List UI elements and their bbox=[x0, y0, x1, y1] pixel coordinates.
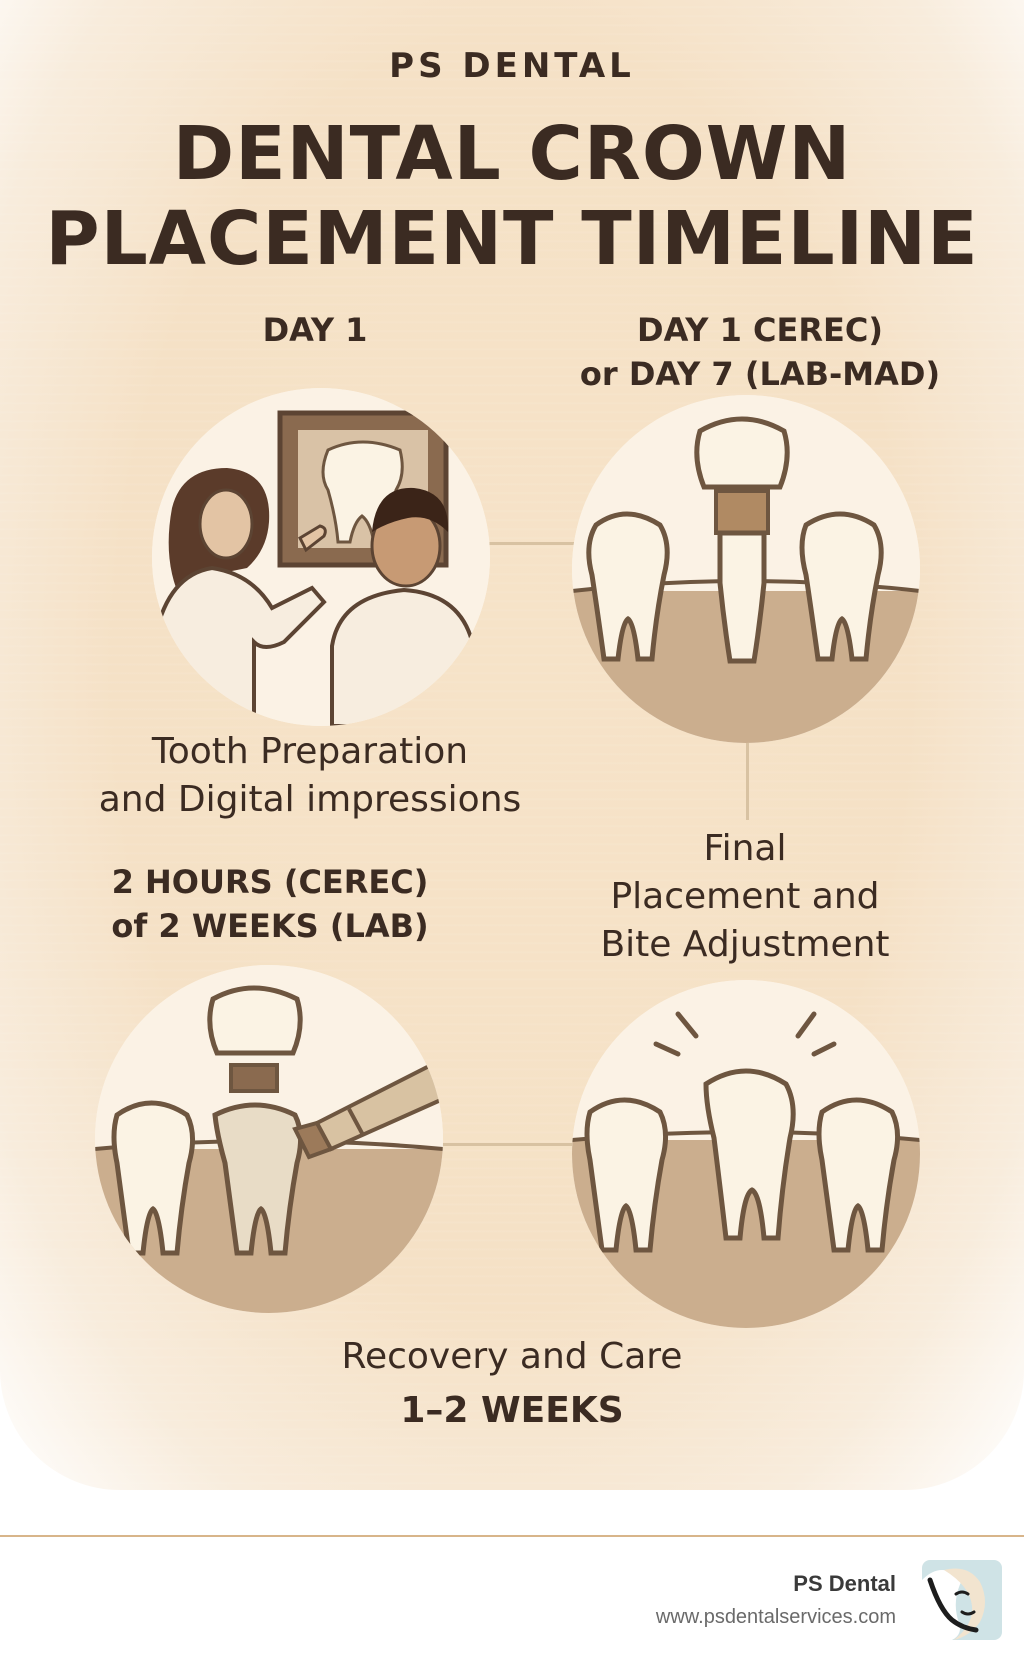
timeline-connector-right bbox=[746, 740, 749, 820]
step-3-illustration bbox=[95, 965, 443, 1313]
dentist-consultation-icon bbox=[152, 388, 490, 726]
step-1-description-line: and Digital impressions bbox=[98, 779, 522, 820]
step-1-illustration bbox=[152, 388, 490, 726]
step-2-label: DAY 1 CEREC) or DAY 7 (LAB-MAD) bbox=[560, 308, 960, 396]
recovery-section: Recovery and Care 1–2 WEEKS bbox=[262, 1330, 762, 1438]
page-title-line-2: PLACEMENT TIMELINE bbox=[45, 196, 979, 282]
page-title-line-1: DENTAL CROWN bbox=[172, 111, 852, 197]
step-2-illustration bbox=[572, 395, 920, 743]
step-4-description-line: Bite Adjustment bbox=[600, 924, 890, 965]
brand-name: PS DENTAL bbox=[389, 46, 635, 86]
footer-brand-name: PS Dental bbox=[793, 1571, 896, 1596]
step-1-label-line: DAY 1 bbox=[262, 311, 368, 349]
timeline-connector-top bbox=[480, 542, 600, 545]
crown-fabrication-icon bbox=[95, 965, 443, 1313]
step-4-description: Final Placement and Bite Adjustment bbox=[540, 825, 950, 969]
step-4-description-line: Final bbox=[703, 828, 787, 869]
crown-placement-icon bbox=[572, 395, 920, 743]
step-1-description: Tooth Preparation and Digital impression… bbox=[80, 728, 540, 824]
step-4-description-line: Placement and bbox=[610, 876, 880, 917]
recovery-duration: 1–2 WEEKS bbox=[400, 1390, 624, 1431]
step-2-label-line: DAY 1 CEREC) bbox=[637, 311, 883, 349]
finished-tooth-icon bbox=[572, 980, 920, 1328]
step-3-label-line: of 2 WEEKS (LAB) bbox=[111, 907, 429, 945]
step-1-description-line: Tooth Preparation bbox=[151, 731, 469, 772]
step-4-illustration bbox=[572, 980, 920, 1328]
step-3-label-line: 2 HOURS (CEREC) bbox=[111, 863, 429, 901]
footer-divider bbox=[0, 1535, 1024, 1537]
recovery-title: Recovery and Care bbox=[341, 1336, 683, 1377]
ps-dental-logo-icon bbox=[922, 1560, 1002, 1640]
footer-website-link[interactable]: www.psdentalservices.com bbox=[655, 1606, 896, 1628]
timeline-connector-bottom bbox=[438, 1143, 578, 1146]
step-3-label: 2 HOURS (CEREC) of 2 WEEKS (LAB) bbox=[90, 860, 450, 948]
step-2-label-line: or DAY 7 (LAB-MAD) bbox=[579, 355, 941, 393]
step-1-label: DAY 1 bbox=[190, 308, 440, 352]
